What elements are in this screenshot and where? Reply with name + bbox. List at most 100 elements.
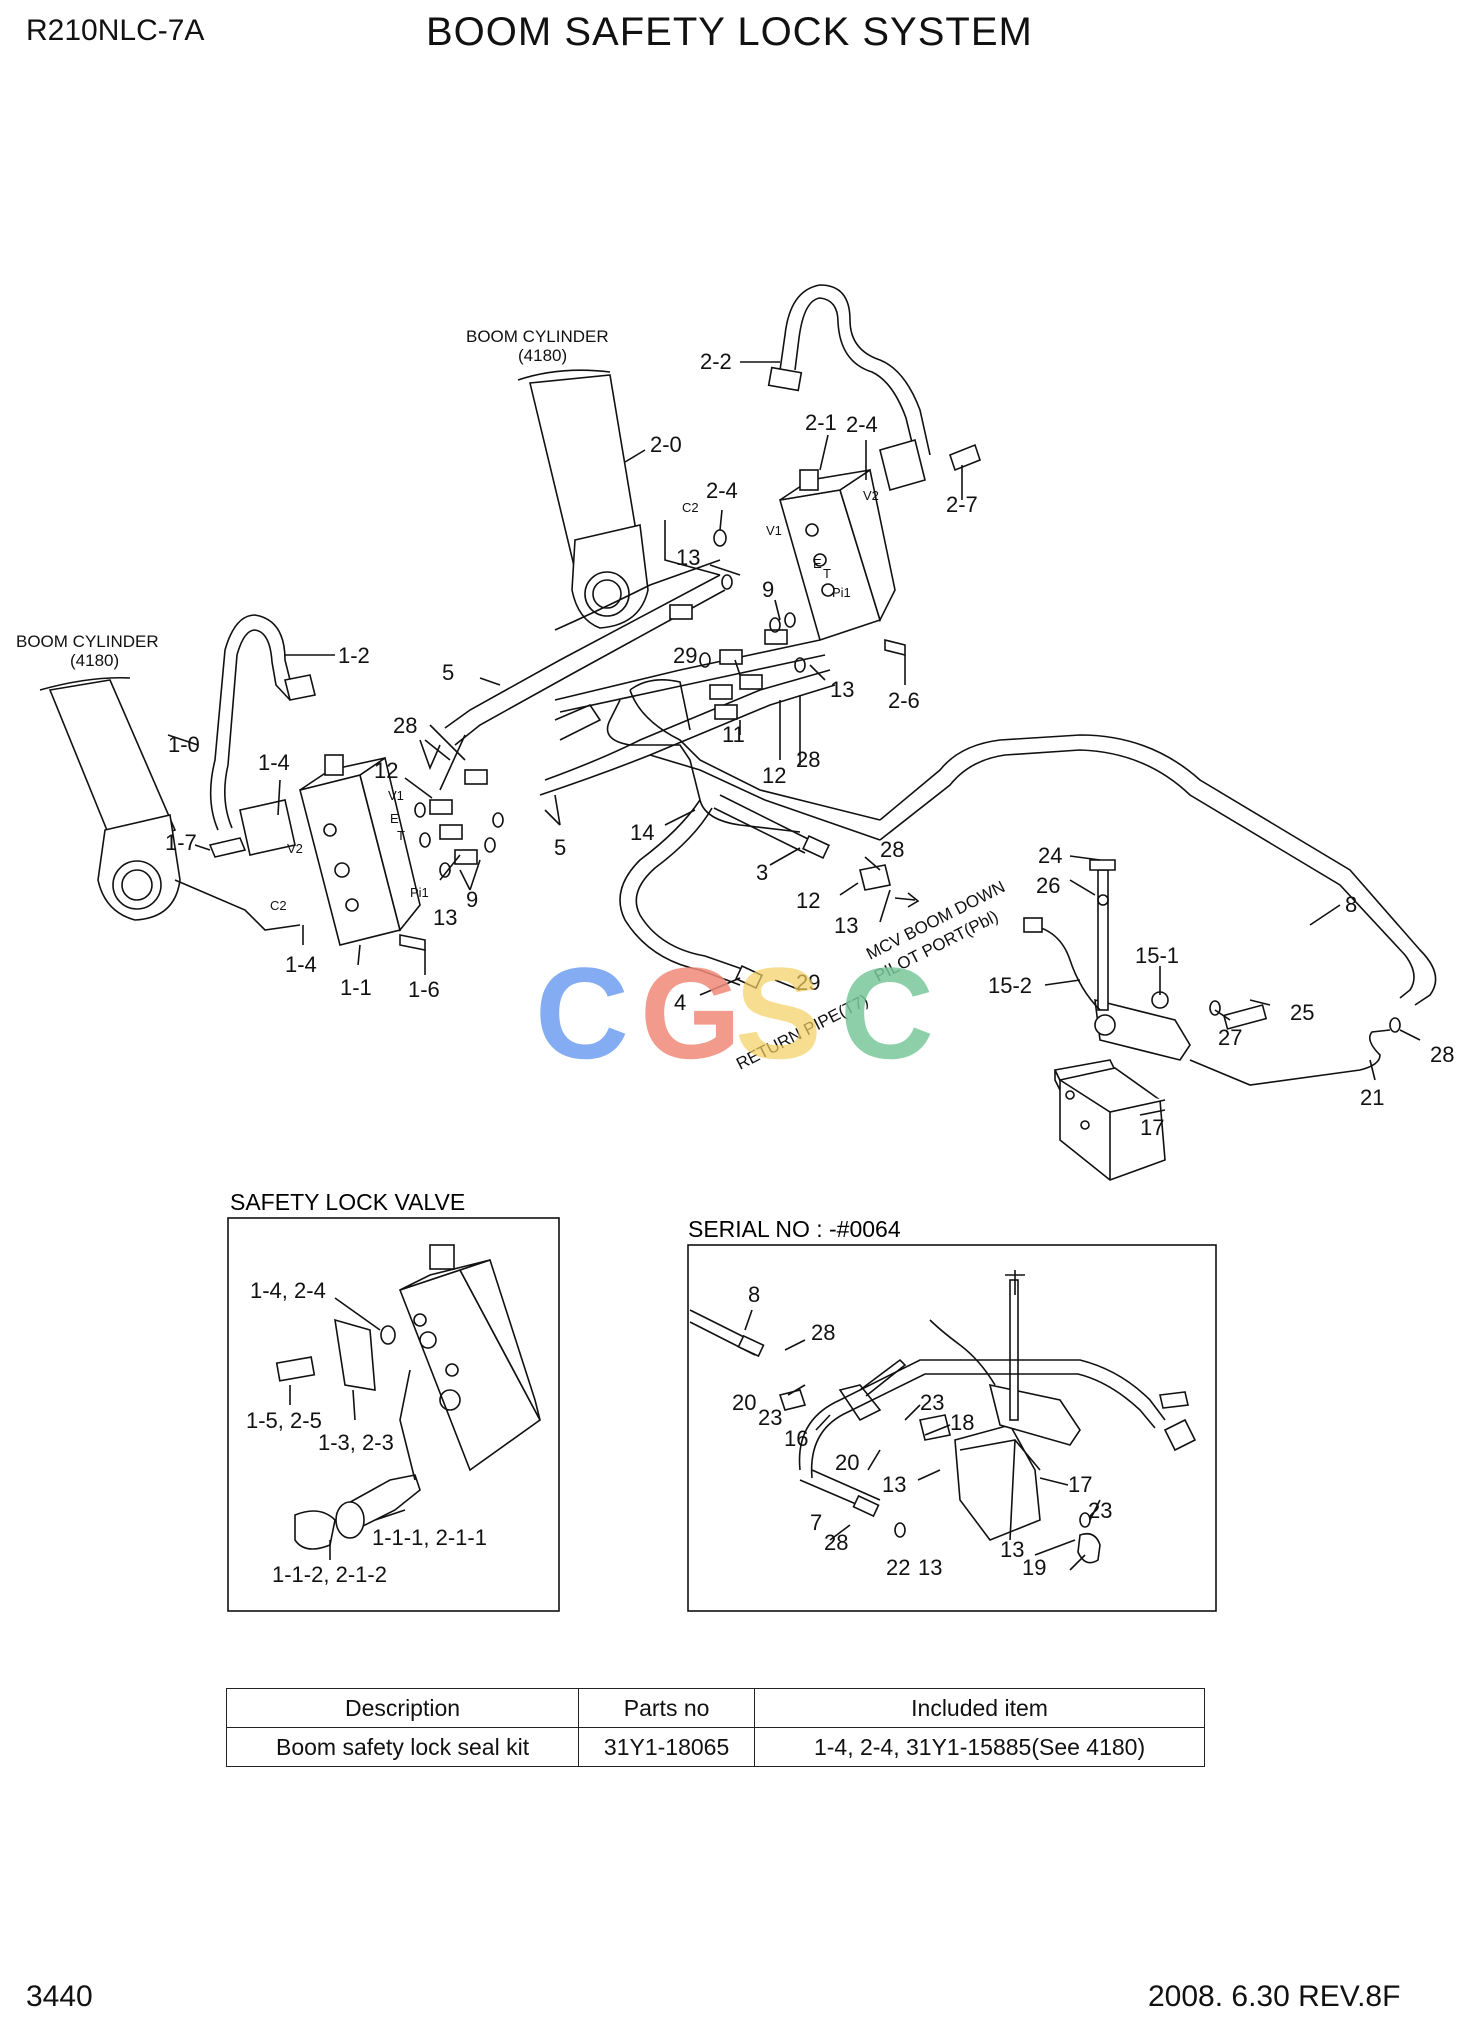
- page-title: BOOM SAFETY LOCK SYSTEM: [426, 10, 1033, 54]
- column-header-parts-no: Parts no: [578, 1688, 756, 1728]
- callout-1-6: 1-6: [408, 977, 440, 1002]
- callout-12-b: 12: [374, 758, 398, 783]
- callout-27: 27: [1218, 1025, 1242, 1050]
- fittings-cluster-right: [669, 529, 806, 720]
- fittings-cluster-left: [414, 724, 504, 878]
- port-t-right: T: [823, 566, 831, 581]
- boom-cylinder-right: [517, 369, 649, 629]
- callout-leaders: [167, 361, 1421, 1116]
- boom-cylinder-left: [39, 676, 181, 921]
- seal-kit-table: Description Parts no Included item Boom …: [225, 1688, 1205, 1767]
- callout-13-a: 13: [676, 545, 700, 570]
- port-e-left: E: [390, 811, 399, 826]
- inset-serial-callout-23-c: 23: [1088, 1498, 1112, 1523]
- callout-29-b: 29: [796, 970, 820, 995]
- callout-28-c: 28: [880, 837, 904, 862]
- callout-1-7: 1-7: [165, 830, 197, 855]
- port-v2-right: V2: [863, 488, 879, 503]
- inset-valve-title: SAFETY LOCK VALVE: [230, 1189, 465, 1215]
- callout-11: 11: [722, 722, 745, 747]
- cell-parts-no: 31Y1-18065: [578, 1727, 756, 1767]
- port-pi1-left: Pi1: [410, 885, 429, 900]
- watermark-logo: C G S C: [535, 960, 934, 1070]
- inset-valve-callout-1-3-2-3: 1-3, 2-3: [318, 1430, 394, 1455]
- inset-valve-callout-1-4-2-4: 1-4, 2-4: [250, 1278, 326, 1303]
- port-v1-right: V1: [766, 523, 782, 538]
- callout-2-7: 2-7: [946, 492, 978, 517]
- callout-2-4-top: 2-4: [846, 412, 878, 437]
- inset-serial-callout-22: 22: [886, 1555, 910, 1580]
- boom-cylinder-right-ref: (4180): [518, 346, 567, 365]
- inset-serial-callout-28-b: 28: [824, 1530, 848, 1555]
- inset-serial-callout-23-a: 23: [758, 1405, 782, 1430]
- callout-9-a: 9: [762, 577, 774, 602]
- callout-17: 17: [1140, 1115, 1164, 1140]
- callout-15-2: 15-2: [988, 973, 1032, 998]
- port-t-left: T: [397, 828, 405, 843]
- callout-26: 26: [1036, 873, 1060, 898]
- inset-serial-drawing: [689, 1270, 1197, 1564]
- inset-serial-callout-13-a: 13: [882, 1472, 906, 1497]
- boom-cylinder-right-label: BOOM CYLINDER: [466, 327, 609, 346]
- column-header-description: Description: [225, 1688, 580, 1728]
- cell-included-item: 1-4, 2-4, 31Y1-15885(See 4180): [754, 1727, 1205, 1767]
- safety-lock-valve-1-1: [299, 754, 421, 946]
- callout-2-2: 2-2: [700, 349, 732, 374]
- inset-serial-callout-13-c: 13: [1000, 1537, 1024, 1562]
- callout-1-2: 1-2: [338, 643, 370, 668]
- inset-serial-callout-20-b: 20: [835, 1450, 859, 1475]
- inset-valve-leaders: [289, 1297, 406, 1560]
- inset-serial-callout-13-b: 13: [918, 1555, 942, 1580]
- inset-serial-callout-23-b: 23: [920, 1390, 944, 1415]
- inset-serial-callout-28-a: 28: [811, 1320, 835, 1345]
- inset-serial-frame: [687, 1244, 1217, 1612]
- watermark-letter-2: G: [640, 960, 741, 1070]
- page-number: 3440: [26, 1980, 93, 2013]
- inset-serial-callout-20-a: 20: [732, 1390, 756, 1415]
- callout-15-1: 15-1: [1135, 943, 1179, 968]
- safety-lock-valve-2-1: [778, 468, 896, 642]
- model-number: R210NLC-7A: [26, 14, 205, 47]
- callout-13-b: 13: [830, 677, 854, 702]
- callout-1-4-top: 1-4: [258, 750, 290, 775]
- callout-5-top: 5: [442, 660, 454, 685]
- column-header-included-item: Included item: [754, 1688, 1205, 1728]
- cell-description: Boom safety lock seal kit: [225, 1727, 580, 1767]
- boom-cylinder-left-label: BOOM CYLINDER: [16, 632, 159, 651]
- inset-serial-callout-16: 16: [784, 1426, 808, 1451]
- port-e-right: E: [813, 556, 822, 571]
- callout-2-0: 2-0: [650, 432, 682, 457]
- port-v2-left: V2: [287, 841, 303, 856]
- callout-12-a: 12: [762, 763, 786, 788]
- watermark-letter-4: C: [840, 960, 934, 1070]
- callout-29: 29: [673, 643, 697, 668]
- inset-serial-title: SERIAL NO : -#0064: [688, 1216, 901, 1242]
- callout-28-a: 28: [796, 747, 820, 772]
- callout-3: 3: [756, 860, 768, 885]
- inset-valve-drawing: [275, 1244, 542, 1550]
- watermark-letter-3: S: [735, 960, 822, 1070]
- inset-valve-callout-1-1-2: 1-1-2, 2-1-2: [272, 1562, 387, 1587]
- callout-28-d: 28: [1430, 1042, 1454, 1067]
- inset-valve-callout-1-5-2-5: 1-5, 2-5: [246, 1408, 322, 1433]
- callout-4: 4: [674, 990, 686, 1015]
- callout-2-4: 2-4: [706, 478, 738, 503]
- port-v1-left: V1: [388, 788, 404, 803]
- callout-25: 25: [1290, 1000, 1314, 1025]
- callout-24: 24: [1038, 843, 1062, 868]
- callout-1-4: 1-4: [285, 952, 317, 977]
- callout-2-1: 2-1: [805, 410, 837, 435]
- callout-8: 8: [1345, 892, 1357, 917]
- callout-14: 14: [630, 820, 654, 845]
- callout-1-0: 1-0: [168, 732, 200, 757]
- callout-13-c: 13: [433, 905, 457, 930]
- inset-serial-callout-18: 18: [950, 1410, 974, 1435]
- table-header-row: Description Parts no Included item: [225, 1688, 1205, 1728]
- inset-serial-leaders: [744, 1309, 1101, 1571]
- inset-valve-callout-1-1-1: 1-1-1, 2-1-1: [372, 1525, 487, 1550]
- inset-serial-callout-17: 17: [1068, 1472, 1092, 1497]
- revision-date: 2008. 6.30 REV.8F: [1148, 1980, 1401, 2013]
- callout-28-b: 28: [393, 713, 417, 738]
- inset-serial-callout-7: 7: [810, 1510, 822, 1535]
